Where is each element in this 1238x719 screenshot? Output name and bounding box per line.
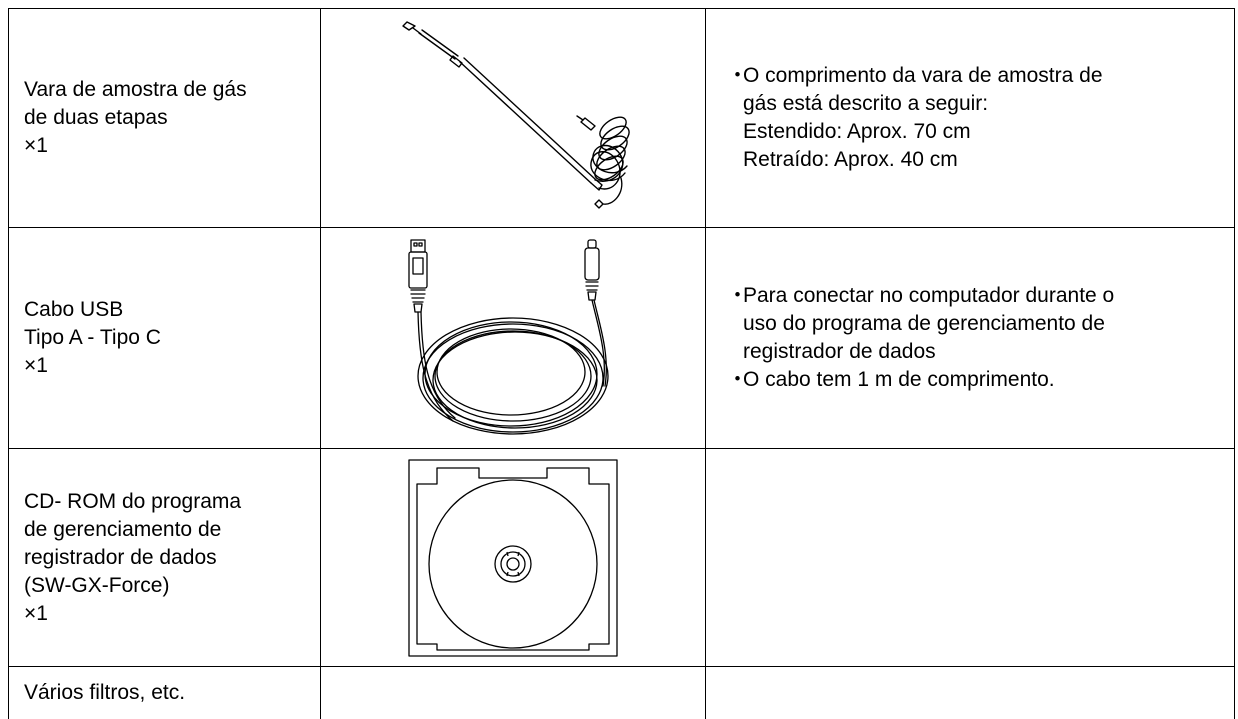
table-row: Vara de amostra de gás de duas etapas ×1 [9, 9, 1235, 228]
item-name: Cabo USB Tipo A - Tipo C ×1 [9, 296, 320, 380]
table-row: Cabo USB Tipo A - Tipo C ×1 [9, 228, 1235, 449]
item-name: CD- ROM do programa de gerenciamento de … [9, 488, 320, 628]
item-notes-cell [706, 667, 1235, 719]
gas-sampling-rod-illustration [363, 18, 663, 218]
note-item: ・ O comprimento da vara de amostra de gá… [727, 62, 1214, 174]
item-notes-cell: ・ Para conectar no computador durante o … [706, 228, 1235, 449]
usb-cable-illustration [393, 236, 633, 441]
accessories-table: Vara de amostra de gás de duas etapas ×1 [8, 8, 1235, 719]
item-name-cell: CD- ROM do programa de gerenciamento de … [9, 449, 321, 667]
cd-rom-case-illustration [407, 458, 619, 658]
table-row: CD- ROM do programa de gerenciamento de … [9, 449, 1235, 667]
item-notes-cell: ・ O comprimento da vara de amostra de gá… [706, 9, 1235, 228]
bullet-marker: ・ [727, 366, 743, 394]
item-image-cell [321, 9, 706, 228]
item-image-cell [321, 449, 706, 667]
table-row: Vários filtros, etc. [9, 667, 1235, 719]
item-notes-cell [706, 449, 1235, 667]
item-name: Vara de amostra de gás de duas etapas ×1 [9, 76, 320, 160]
item-notes: ・ O comprimento da vara de amostra de gá… [706, 62, 1234, 174]
item-notes: ・ Para conectar no computador durante o … [706, 282, 1234, 394]
note-item: ・ O cabo tem 1 m de comprimento. [727, 366, 1214, 394]
note-item: ・ Para conectar no computador durante o … [727, 282, 1214, 366]
item-name: Vários filtros, etc. [9, 679, 320, 707]
item-name-cell: Cabo USB Tipo A - Tipo C ×1 [9, 228, 321, 449]
item-name-cell: Vara de amostra de gás de duas etapas ×1 [9, 9, 321, 228]
item-name-cell: Vários filtros, etc. [9, 667, 321, 719]
bullet-marker: ・ [727, 62, 743, 90]
item-image-cell [321, 228, 706, 449]
bullet-marker: ・ [727, 282, 743, 310]
item-image-cell [321, 667, 706, 719]
